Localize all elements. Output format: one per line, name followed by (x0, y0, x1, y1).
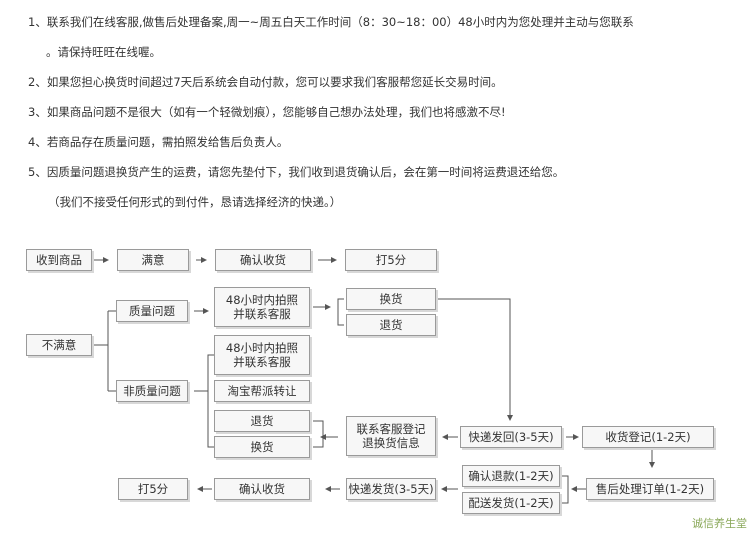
node-return: 退货 (346, 314, 436, 336)
register-line-a: 联系客服登记 (356, 422, 426, 436)
node-ship-back: 快递发回(3-5天) (460, 426, 562, 448)
photo-contact-2-line-b: 并联系客服 (233, 355, 291, 369)
node-register-info: 联系客服登记 退换货信息 (346, 416, 436, 456)
node-received: 收到商品 (26, 249, 92, 271)
node-after-sales-order: 售后处理订单(1-2天) (586, 478, 714, 500)
bracket-nonquality-options (207, 354, 214, 448)
node-photo-contact-2: 48小时内拍照 并联系客服 (214, 335, 310, 375)
bracket-refund-delivery (562, 475, 569, 504)
node-unsatisfied: 不满意 (26, 334, 92, 356)
register-line-b: 退换货信息 (362, 436, 420, 450)
note-1-continued: 。请保持旺旺在线喔。 (46, 45, 161, 59)
node-satisfied: 满意 (117, 249, 189, 271)
note-4: 4、若商品存在质量问题，需拍照发给售后负责人。 (28, 135, 289, 149)
node-quality-issue: 质量问题 (116, 300, 188, 322)
node-rate-bottom: 打5分 (118, 478, 188, 500)
note-5: 5、因质量问题退换货产生的运费，请您先垫付下，我们收到退货确认后，会在第一时间将… (28, 165, 565, 179)
photo-contact-1-line-b: 并联系客服 (233, 307, 291, 321)
node-exchange: 换货 (346, 288, 436, 310)
arrow-exchange-to-ship-back (438, 298, 513, 421)
note-1: 1、联系我们在线客服,做售后处理备案,周一~周五白天工作时间（8：30~18：0… (28, 15, 634, 29)
node-ship-out: 快递发货(3-5天) (346, 478, 436, 500)
node-non-quality-issue: 非质量问题 (116, 380, 188, 402)
instructions: 1、联系我们在线客服,做售后处理备案,周一~周五白天工作时间（8：30~18：0… (0, 0, 749, 225)
watermark: 诚信养生堂 (692, 517, 747, 530)
node-delivery-ship: 配送发货(1-2天) (462, 492, 560, 514)
bracket-return-exchange (313, 420, 324, 448)
node-confirm-refund: 确认退款(1-2天) (462, 465, 560, 487)
photo-contact-1-line-a: 48小时内拍照 (225, 293, 299, 307)
node-photo-contact-1: 48小时内拍照 并联系客服 (214, 287, 310, 327)
note-5-remark: （我们不接受任何形式的到付件，恳请选择经济的快递。） (48, 195, 342, 209)
node-confirm-receipt-bottom: 确认收货 (214, 478, 310, 500)
node-rate-top: 打5分 (345, 249, 437, 271)
bracket-exchange-return (337, 298, 344, 326)
node-exchange-2: 换货 (214, 436, 310, 458)
node-taobao-dispatch: 淘宝帮派转让 (214, 380, 310, 402)
node-return-2: 退货 (214, 410, 310, 432)
note-3: 3、如果商品问题不是很大（如有一个轻微划痕），您能够自己想办法处理，我们也将感激… (28, 105, 506, 119)
photo-contact-2-line-a: 48小时内拍照 (225, 341, 299, 355)
node-receipt-register: 收货登记(1-2天) (582, 426, 714, 448)
node-confirm-receipt-top: 确认收货 (215, 249, 311, 271)
note-2: 2、如果您担心换货时间超过7天后系统会自动付款，您可以要求我们客服帮您延长交易时… (28, 75, 503, 89)
